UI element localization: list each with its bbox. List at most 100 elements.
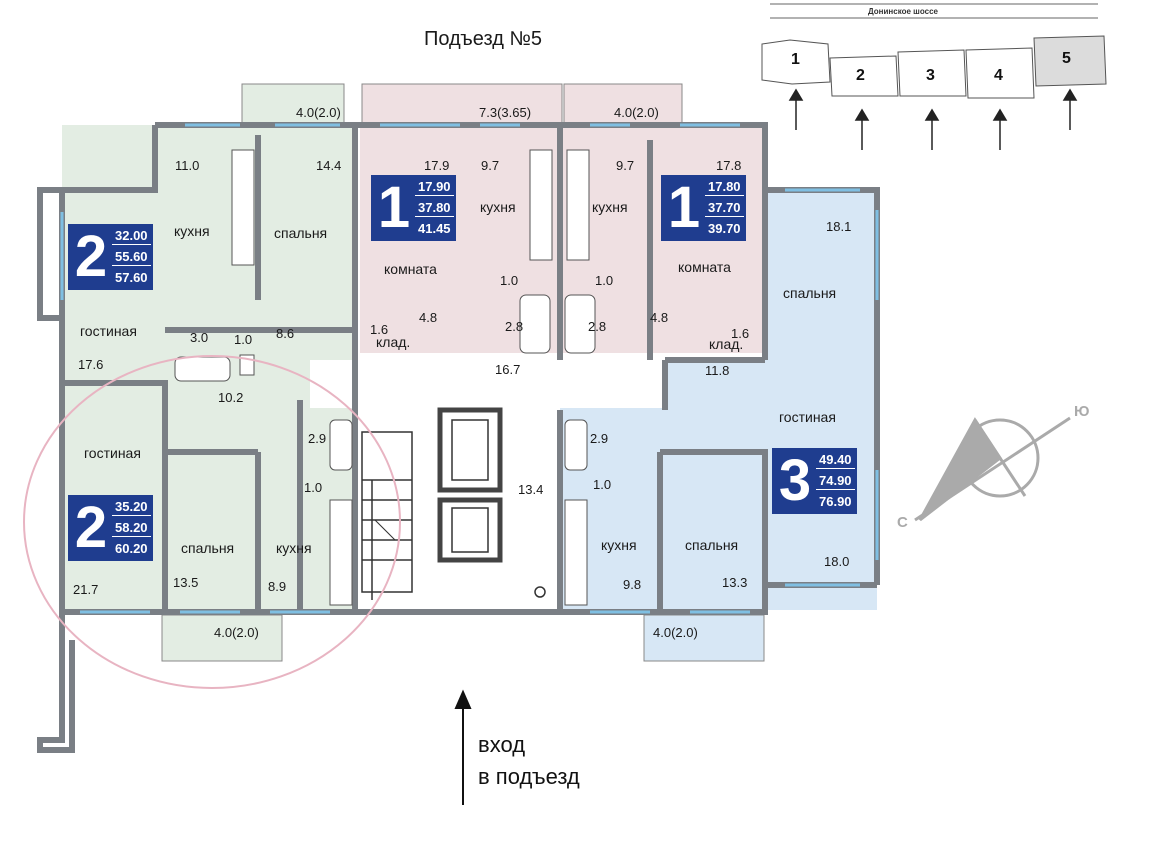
fixtures bbox=[174, 149, 596, 606]
site-plan bbox=[761, 3, 1107, 150]
road-label: Донинское шоссе bbox=[868, 7, 938, 16]
apartment-4-balcony bbox=[161, 614, 283, 662]
area-wc: 1.0 bbox=[500, 273, 519, 288]
area-hall: 4.8 bbox=[419, 310, 438, 325]
area-storage: 1.6 bbox=[370, 322, 389, 337]
section-4-label: 4 bbox=[994, 67, 1003, 84]
badge-rooms: 1 bbox=[377, 175, 411, 240]
room-living: гостиная bbox=[80, 323, 137, 339]
area-wc: 1.0 bbox=[234, 332, 253, 347]
badge-living-area: 32.00 bbox=[112, 228, 151, 245]
stairwell bbox=[361, 407, 546, 600]
room-kitchen: кухня bbox=[276, 540, 312, 556]
room-kitchen: кухня bbox=[601, 537, 637, 553]
area-room: 17.8 bbox=[716, 158, 742, 173]
badge-total-area: 55.60 bbox=[112, 249, 151, 266]
area-balcony: 4.0(2.0) bbox=[214, 625, 259, 640]
room-storage: клад. bbox=[376, 334, 411, 350]
badge-total-area: 37.80 bbox=[415, 200, 454, 217]
area-living: 18.0 bbox=[824, 554, 850, 569]
room-storage: клад. bbox=[709, 336, 744, 352]
area-storage: 1.6 bbox=[731, 326, 750, 341]
compass-east: Ю bbox=[1074, 403, 1090, 420]
area-wc: 1.0 bbox=[595, 273, 614, 288]
room-room: комната bbox=[384, 261, 437, 277]
area-bath: 2.9 bbox=[590, 431, 609, 446]
area-kitchen: 8.9 bbox=[268, 579, 287, 594]
badge-rooms: 3 bbox=[778, 448, 812, 513]
badge-rooms: 1 bbox=[667, 175, 701, 240]
area-bedroom: 13.5 bbox=[173, 575, 199, 590]
walls bbox=[37, 122, 880, 753]
area-hall: 11.8 bbox=[705, 363, 730, 378]
area-kitchen: 11.0 bbox=[175, 158, 200, 173]
apartment-badge-4: 2 35.20 58.20 60.20 bbox=[68, 495, 153, 561]
compass-rose bbox=[914, 416, 1071, 522]
section-1-label: 1 bbox=[791, 51, 800, 68]
area-corridor: 16.7 bbox=[495, 362, 521, 377]
page-title: Подъезд №5 bbox=[424, 28, 543, 50]
badge-full-area: 60.20 bbox=[115, 541, 148, 556]
room-room: комната bbox=[678, 259, 731, 275]
area-stairwell: 13.4 bbox=[518, 482, 544, 497]
room-bedroom: спальня bbox=[181, 540, 235, 556]
room-kitchen: кухня bbox=[592, 199, 628, 215]
badge-full-area: 57.60 bbox=[115, 270, 148, 285]
highlight-circle bbox=[23, 355, 401, 689]
apartment-badge-2: 1 17.90 37.80 41.45 bbox=[371, 175, 456, 241]
apartment-5-balcony bbox=[643, 614, 765, 662]
area-living: 17.6 bbox=[78, 357, 104, 372]
entrance-label-line2: в подъезд bbox=[478, 764, 580, 789]
apartment-badge-1: 2 32.00 55.60 57.60 bbox=[68, 224, 153, 290]
area-living: 21.7 bbox=[73, 582, 99, 597]
room-living: гостиная bbox=[779, 409, 836, 425]
area-balcony: 7.3(3.65) bbox=[479, 105, 532, 120]
badge-full-area: 76.90 bbox=[819, 494, 852, 509]
area-room: 17.9 bbox=[424, 158, 450, 173]
badge-rooms: 2 bbox=[74, 495, 108, 560]
area-hall: 10.2 bbox=[218, 390, 244, 405]
compass-south: С bbox=[897, 514, 908, 531]
section-3-label: 3 bbox=[926, 67, 935, 84]
area-hall: 8.6 bbox=[276, 326, 295, 341]
section-5-label: 5 bbox=[1062, 50, 1071, 67]
area-wc: 1.0 bbox=[304, 480, 323, 495]
badge-total-area: 58.20 bbox=[112, 520, 151, 537]
badge-living-area: 17.80 bbox=[705, 179, 744, 196]
area-bedroom: 13.3 bbox=[722, 575, 748, 590]
area-bath: 2.8 bbox=[505, 319, 524, 334]
room-bedroom: спальня bbox=[685, 537, 739, 553]
area-balcony: 4.0(2.0) bbox=[614, 105, 659, 120]
area-balcony: 4.0(2.0) bbox=[296, 105, 341, 120]
badge-total-area: 37.70 bbox=[705, 200, 744, 217]
area-hall: 4.8 bbox=[650, 310, 669, 325]
badge-living-area: 17.90 bbox=[415, 179, 454, 196]
area-bedroom: 18.1 bbox=[826, 219, 852, 234]
section-2-label: 2 bbox=[856, 67, 865, 84]
area-bath: 2.9 bbox=[308, 431, 327, 446]
entrance-arrow bbox=[454, 689, 472, 805]
area-kitchen: 9.7 bbox=[481, 158, 500, 173]
badge-living-area: 35.20 bbox=[112, 499, 151, 516]
area-balcony: 4.0(2.0) bbox=[653, 625, 698, 640]
badge-total-area: 74.90 bbox=[816, 473, 855, 490]
apartment-badge-3: 1 17.80 37.70 39.70 bbox=[661, 175, 746, 241]
badge-rooms: 2 bbox=[74, 224, 108, 289]
area-bath: 3.0 bbox=[190, 330, 209, 345]
badge-full-area: 39.70 bbox=[708, 221, 741, 236]
area-kitchen: 9.7 bbox=[616, 158, 635, 173]
room-kitchen: кухня bbox=[174, 223, 210, 239]
badge-full-area: 41.45 bbox=[418, 221, 451, 236]
room-kitchen: кухня bbox=[480, 199, 516, 215]
room-living: гостиная bbox=[84, 445, 141, 461]
area-bath: 2.8 bbox=[588, 319, 607, 334]
area-kitchen: 9.8 bbox=[623, 577, 642, 592]
badge-living-area: 49.40 bbox=[816, 452, 855, 469]
windows bbox=[60, 123, 879, 614]
apartment-badge-5: 3 49.40 74.90 76.90 bbox=[772, 448, 857, 514]
area-wc: 1.0 bbox=[593, 477, 612, 492]
area-bedroom: 14.4 bbox=[316, 158, 342, 173]
entrance-label-line1: вход bbox=[478, 732, 526, 757]
